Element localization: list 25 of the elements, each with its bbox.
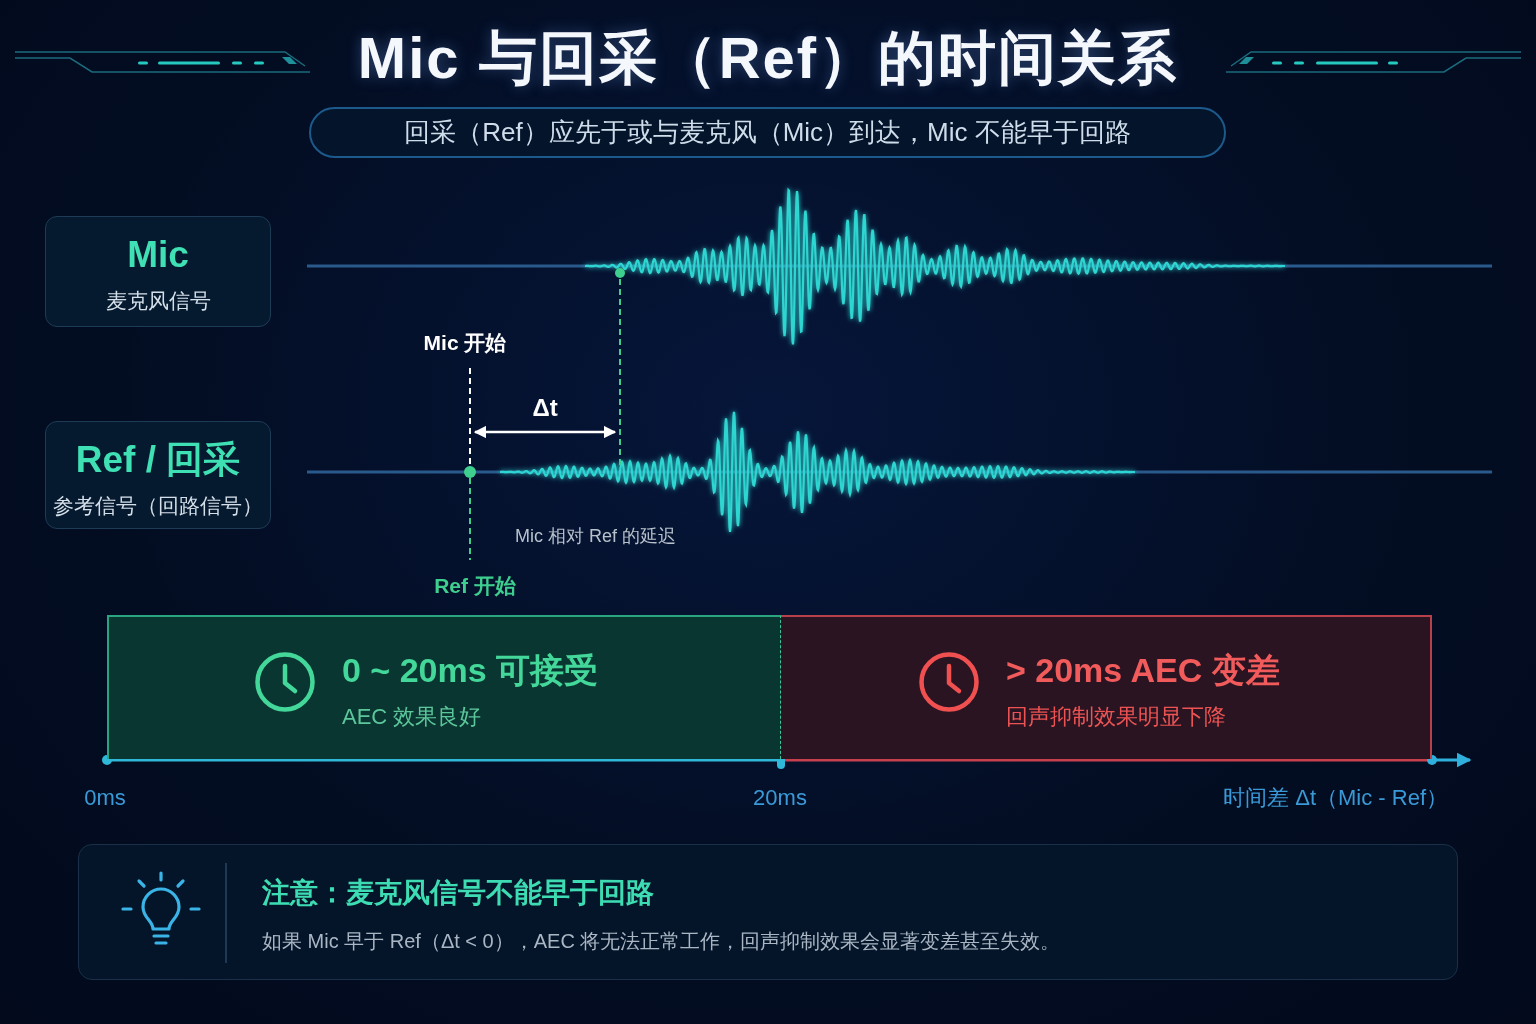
marker-label: Mic 开始	[423, 330, 507, 356]
subtitle-pill	[309, 107, 1226, 158]
range-panel	[781, 615, 1432, 759]
tick-label: 20ms	[753, 785, 807, 811]
subtitle-text: 回采（Ref）应先于或与麦克风（Mic）到达，Mic 不能早于回路	[403, 116, 1132, 149]
note-heading: 注意：麦克风信号不能早于回路	[262, 876, 654, 910]
signal-description: 麦克风信号	[104, 288, 212, 314]
marker-label: Ref 开始	[434, 573, 516, 599]
signal-name: Ref / 回采	[74, 438, 242, 482]
range-heading: > 20ms AEC 变差	[1006, 650, 1280, 691]
range-description: 回声抑制效果明显下降	[1006, 703, 1226, 730]
range-description: AEC 效果良好	[342, 703, 482, 730]
note-text: 如果 Mic 早于 Ref（Δt < 0），AEC 将无法正常工作，回声抑制效果会显著变差甚至失效。	[262, 929, 1061, 954]
signal-label-box	[45, 216, 271, 327]
axis-title: 时间差 Δt（Mic - Ref）	[1223, 784, 1448, 812]
title: Mic 与回采（Ref）的时间关系	[357, 24, 1179, 92]
note-panel	[78, 844, 1458, 980]
annotation-text: Mic 相对 Ref 的延迟	[515, 525, 676, 548]
range-heading: 0 ~ 20ms 可接受	[342, 650, 599, 691]
delta-label: Δt	[532, 394, 558, 422]
signal-label-box	[45, 421, 271, 529]
tick-label: 0ms	[84, 785, 126, 811]
signal-description: 参考信号（回路信号）	[52, 493, 264, 519]
signal-name: Mic	[126, 233, 190, 277]
range-panel	[107, 615, 781, 759]
